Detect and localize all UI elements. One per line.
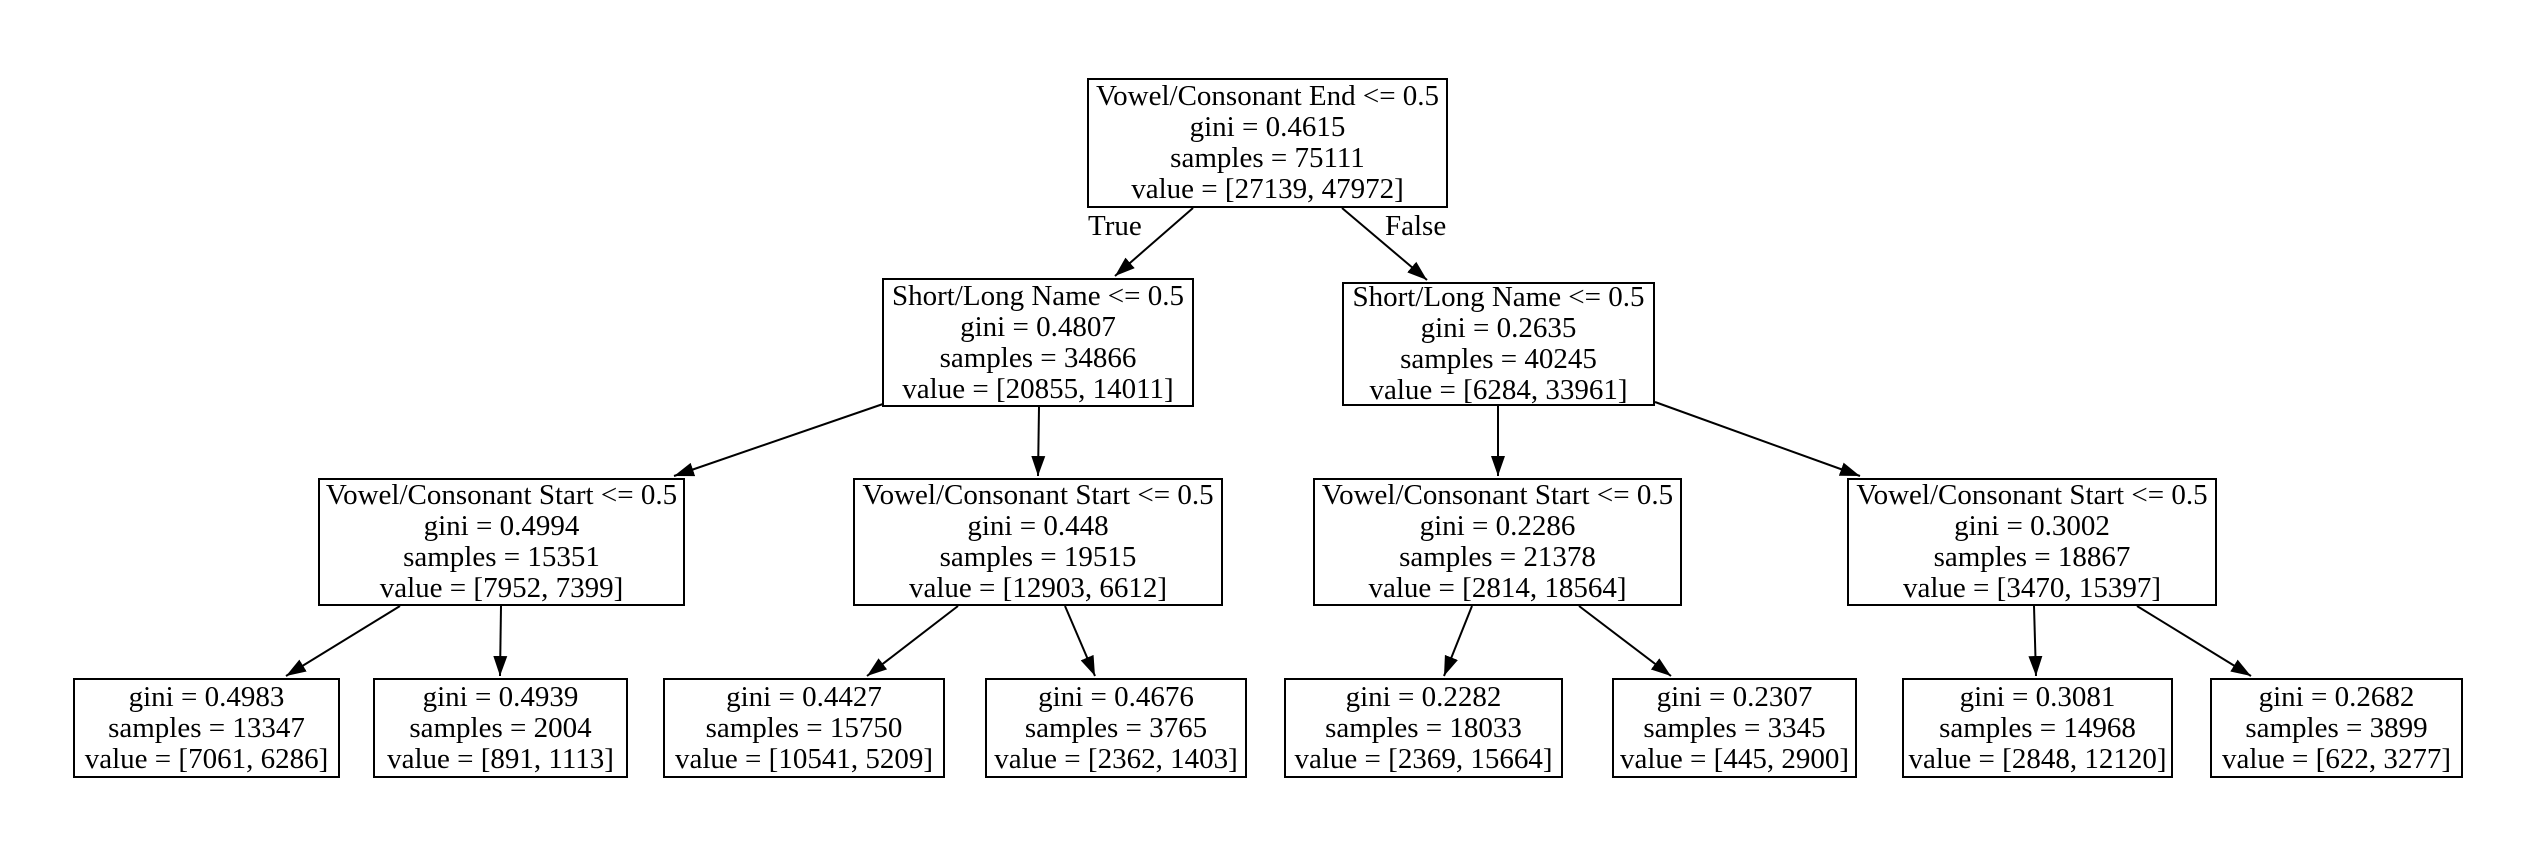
node-value: value = [2848, 12120]	[1908, 742, 2167, 775]
node-gini: gini = 0.3081	[1959, 680, 2116, 713]
tree-leaf-3: gini = 0.4427 samples = 15750 value = [1…	[663, 678, 945, 778]
edge-leftright-leaf4	[1064, 605, 1096, 677]
node-condition: Vowel/Consonant Start <= 0.5	[862, 479, 1214, 511]
node-samples: samples = 14968	[1939, 711, 2136, 744]
node-value: value = [27139, 47972]	[1131, 173, 1404, 205]
tree-node-right-right: Vowel/Consonant Start <= 0.5 gini = 0.30…	[1847, 478, 2217, 606]
edge-left-leftleft	[673, 403, 884, 477]
node-samples: samples = 18033	[1325, 711, 1522, 744]
edge-leftright-leaf3	[866, 605, 959, 677]
node-gini: gini = 0.2682	[2258, 680, 2415, 713]
edge-leftleft-leaf2	[493, 605, 508, 677]
node-samples: samples = 34866	[939, 341, 1137, 374]
node-samples: samples = 40245	[1400, 343, 1597, 375]
node-samples: samples = 75111	[1170, 142, 1365, 174]
tree-leaf-6: gini = 0.2307 samples = 3345 value = [44…	[1612, 678, 1857, 778]
edge-rightright-leaf7	[2028, 605, 2043, 677]
tree-node-root: Vowel/Consonant End <= 0.5 gini = 0.4615…	[1087, 78, 1448, 208]
tree-leaf-2: gini = 0.4939 samples = 2004 value = [89…	[373, 678, 628, 778]
node-gini: gini = 0.2286	[1419, 510, 1576, 542]
tree-node-left-right: Vowel/Consonant Start <= 0.5 gini = 0.44…	[853, 478, 1223, 606]
node-condition: Vowel/Consonant Start <= 0.5	[1856, 479, 2208, 511]
node-value: value = [6284, 33961]	[1369, 374, 1628, 406]
node-condition: Short/Long Name <= 0.5	[1352, 281, 1645, 313]
edge-left-leftright	[1031, 406, 1046, 477]
node-gini: gini = 0.2307	[1656, 680, 1813, 713]
node-samples: samples = 13347	[108, 711, 305, 744]
node-condition: Vowel/Consonant End <= 0.5	[1095, 80, 1440, 112]
node-samples: samples = 3345	[1643, 711, 1826, 744]
node-gini: gini = 0.4807	[960, 310, 1116, 343]
edge-rightleft-leaf5	[1443, 605, 1473, 677]
node-samples: samples = 3899	[2245, 711, 2428, 744]
node-value: value = [2362, 1403]	[994, 742, 1238, 775]
node-samples: samples = 2004	[409, 711, 592, 744]
edge-rightleft-leaf6	[1578, 605, 1672, 677]
tree-leaf-8: gini = 0.2682 samples = 3899 value = [62…	[2210, 678, 2463, 778]
node-gini: gini = 0.4994	[423, 510, 580, 542]
tree-node-left: Short/Long Name <= 0.5 gini = 0.4807 sam…	[882, 278, 1194, 407]
node-samples: samples = 15750	[705, 711, 903, 744]
node-samples: samples = 3765	[1024, 711, 1208, 744]
edge-label-false: False	[1385, 210, 1447, 242]
node-value: value = [12903, 6612]	[909, 572, 1167, 604]
node-gini: gini = 0.2282	[1345, 680, 1502, 713]
node-value: value = [2369, 15664]	[1294, 742, 1553, 775]
node-value: value = [622, 3277]	[2222, 742, 2451, 775]
node-samples: samples = 19515	[939, 541, 1137, 573]
node-value: value = [891, 1113]	[387, 742, 614, 775]
tree-leaf-5: gini = 0.2282 samples = 18033 value = [2…	[1284, 678, 1563, 778]
node-samples: samples = 21378	[1399, 541, 1596, 573]
node-condition: Vowel/Consonant Start <= 0.5	[1321, 479, 1674, 511]
node-value: value = [7952, 7399]	[379, 572, 624, 604]
edge-root-left	[1114, 207, 1194, 277]
tree-leaf-7: gini = 0.3081 samples = 14968 value = [2…	[1902, 678, 2173, 778]
tree-node-right: Short/Long Name <= 0.5 gini = 0.2635 sam…	[1342, 282, 1655, 406]
node-value: value = [2814, 18564]	[1368, 572, 1627, 604]
node-samples: samples = 15351	[403, 541, 600, 573]
edge-right-rightright	[1654, 401, 1861, 477]
node-condition: Vowel/Consonant Start <= 0.5	[325, 479, 678, 511]
edge-rightright-leaf8	[2136, 605, 2252, 677]
node-value: value = [10541, 5209]	[675, 742, 933, 775]
node-condition: Short/Long Name <= 0.5	[891, 279, 1185, 312]
tree-node-left-left: Vowel/Consonant Start <= 0.5 gini = 0.49…	[318, 478, 685, 606]
edge-root-right	[1341, 207, 1428, 281]
node-gini: gini = 0.4983	[128, 680, 285, 713]
node-gini: gini = 0.3002	[1954, 510, 2110, 542]
tree-leaf-1: gini = 0.4983 samples = 13347 value = [7…	[73, 678, 340, 778]
edge-leftleft-leaf1	[285, 605, 401, 677]
node-value: value = [3470, 15397]	[1903, 572, 2161, 604]
edge-label-true: True	[1088, 210, 1142, 242]
tree-leaf-4: gini = 0.4676 samples = 3765 value = [23…	[985, 678, 1247, 778]
node-value: value = [445, 2900]	[1620, 742, 1849, 775]
node-gini: gini = 0.4615	[1189, 111, 1346, 143]
node-value: value = [20855, 14011]	[902, 372, 1174, 405]
node-gini: gini = 0.2635	[1420, 312, 1577, 344]
node-samples: samples = 18867	[1933, 541, 2131, 573]
node-value: value = [7061, 6286]	[84, 742, 329, 775]
tree-node-right-left: Vowel/Consonant Start <= 0.5 gini = 0.22…	[1313, 478, 1682, 606]
node-gini: gini = 0.4939	[422, 680, 579, 713]
node-gini: gini = 0.4676	[1038, 680, 1194, 713]
node-gini: gini = 0.4427	[726, 680, 882, 713]
node-gini: gini = 0.448	[967, 510, 1109, 542]
